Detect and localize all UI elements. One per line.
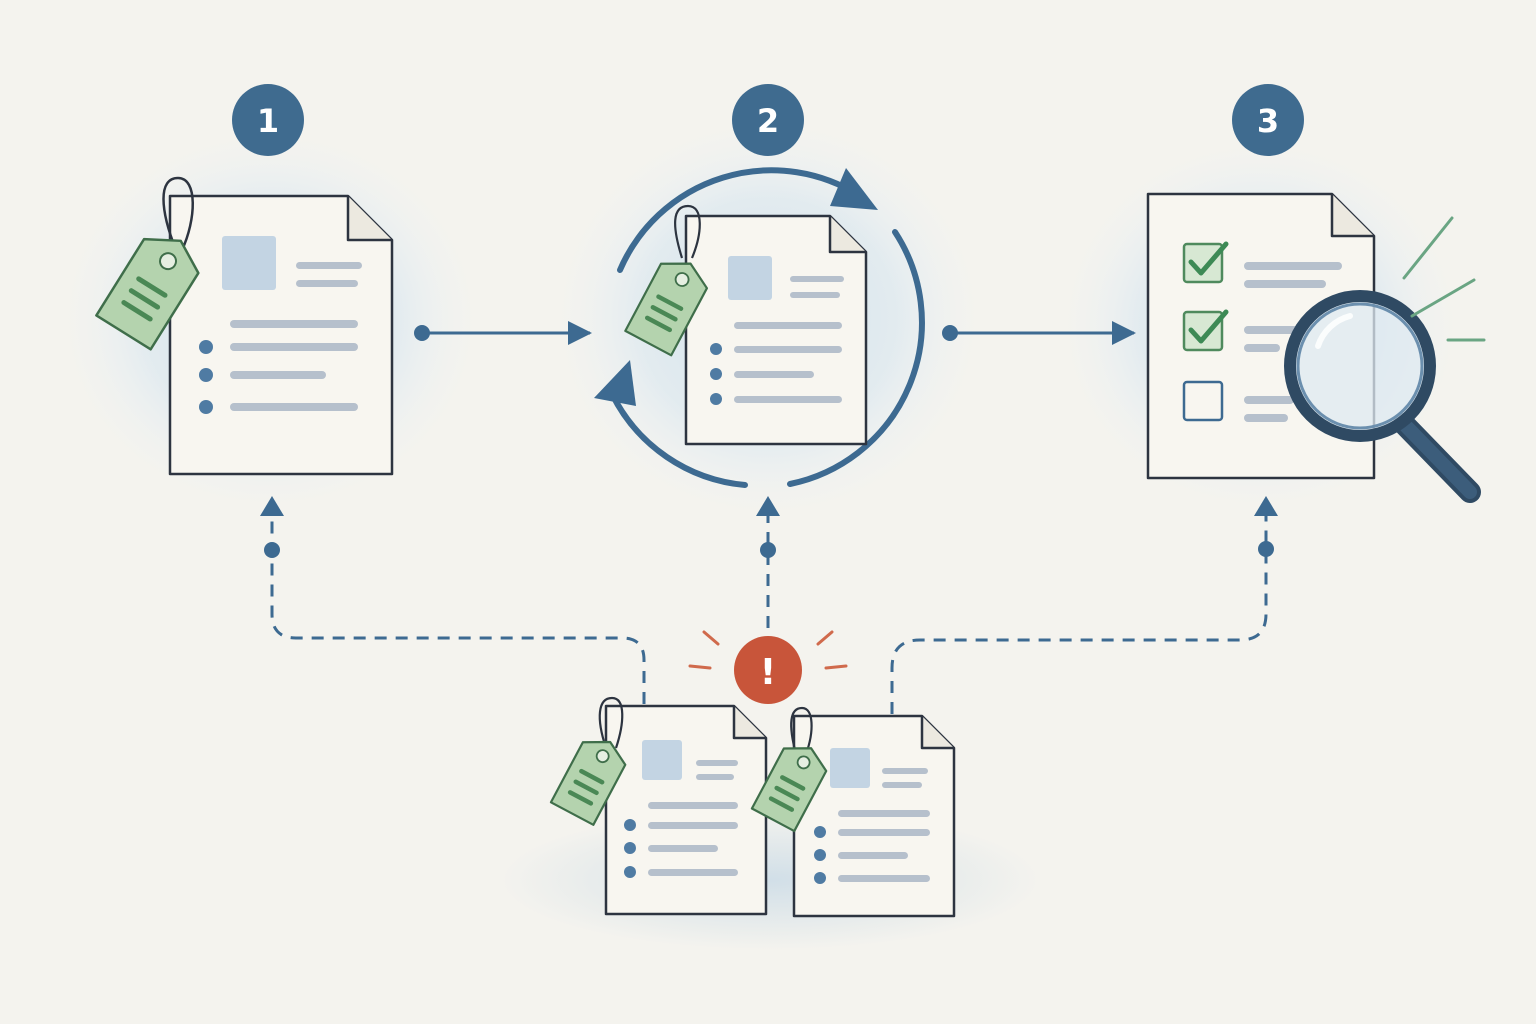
feedback-arrow-to-step3 xyxy=(890,496,1278,714)
checkbox-empty-icon xyxy=(1182,380,1224,422)
checkbox-checked-icon xyxy=(1182,309,1229,352)
step-badge-1: 1 xyxy=(232,84,304,156)
conflict-document-left-icon xyxy=(604,704,768,916)
arrow-step2-to-step3 xyxy=(942,321,1136,345)
image-placeholder-icon xyxy=(728,256,772,300)
step-number-3: 3 xyxy=(1257,102,1279,140)
feedback-arrow-to-step1 xyxy=(260,496,646,704)
conflict-tag-right-icon xyxy=(750,706,828,833)
image-placeholder-icon xyxy=(222,236,276,290)
refresh-cycle-icon xyxy=(594,167,925,488)
step-badge-2: 2 xyxy=(732,84,804,156)
feedback-arrow-to-step2 xyxy=(756,496,780,628)
arrow-step1-to-step2 xyxy=(414,321,592,345)
conflict-shadow xyxy=(500,810,1040,950)
conflict-tag-left-icon xyxy=(549,696,627,826)
step1-tag-icon xyxy=(95,176,200,351)
alert-symbol: ! xyxy=(760,652,776,693)
step-number-2: 2 xyxy=(757,102,779,140)
step-number-1: 1 xyxy=(257,102,279,140)
conflict-document-right-icon xyxy=(792,714,956,918)
step2-tag-icon xyxy=(624,204,709,357)
step2-document-icon xyxy=(684,214,868,446)
step-badge-3: 3 xyxy=(1232,84,1304,156)
step1-document-icon xyxy=(168,194,394,476)
alert-icon: ! xyxy=(688,630,848,704)
checkbox-checked-icon xyxy=(1182,241,1229,284)
magnifying-glass-icon xyxy=(1284,216,1486,503)
